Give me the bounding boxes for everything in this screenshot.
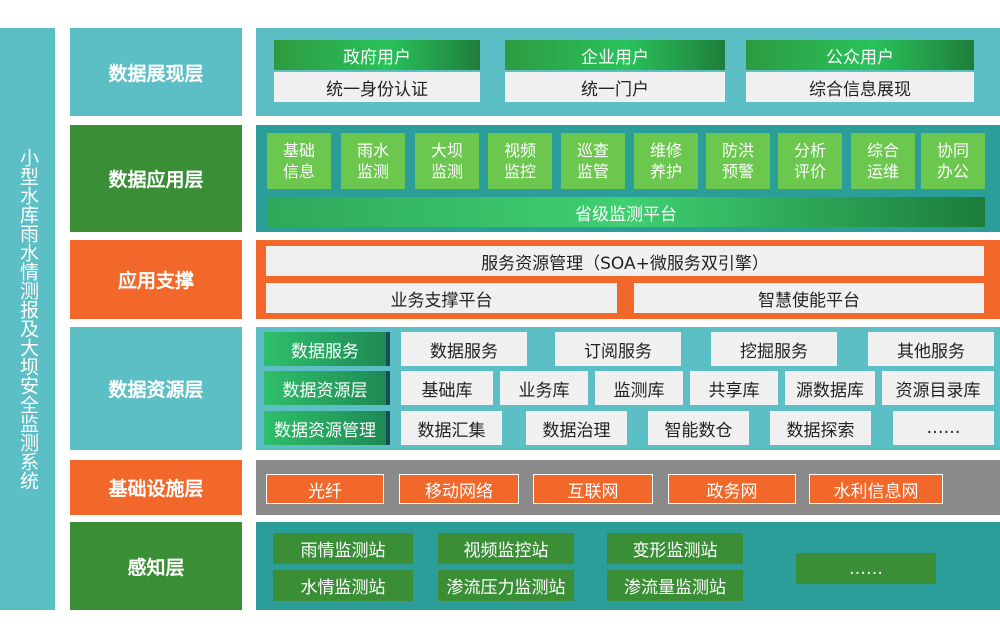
resource-row-label: 数据资源层 bbox=[264, 371, 390, 405]
app-module: 维修 养护 bbox=[634, 133, 698, 189]
user-box-enterprise: 企业用户 bbox=[505, 40, 725, 70]
app-module: 基础 信息 bbox=[267, 133, 331, 189]
system-title-text: 小型水库雨水情测报及大坝安全监测系统 bbox=[17, 148, 39, 490]
panel-support: 服务资源管理（SOA+微服务双引擎） 业务支撑平台 智慧使能平台 bbox=[256, 240, 1000, 319]
resource-item: 共享库 bbox=[690, 371, 778, 405]
user-box-government: 政府用户 bbox=[274, 40, 480, 70]
resource-item: 其他服务 bbox=[868, 332, 994, 366]
resource-item: 基础库 bbox=[401, 371, 493, 405]
layer-label-resource: 数据资源层 bbox=[70, 327, 242, 450]
resource-item: 订阅服务 bbox=[555, 332, 681, 366]
resource-row-label: 数据资源管理 bbox=[264, 411, 390, 445]
resource-item: 监测库 bbox=[595, 371, 683, 405]
app-module: 协同 办公 bbox=[921, 133, 985, 189]
resource-item: 数据服务 bbox=[401, 332, 527, 366]
panel-application: 基础 信息 雨水 监测 大坝 监测 视频 监控 巡查 监管 维修 养护 防洪 预… bbox=[256, 125, 1000, 232]
app-module: 大坝 监测 bbox=[415, 133, 479, 189]
resource-item: 挖掘服务 bbox=[711, 332, 837, 366]
portal-box-unified: 统一门户 bbox=[505, 72, 725, 102]
resource-item: 资源目录库 bbox=[882, 371, 994, 405]
station-box: 渗流量监测站 bbox=[607, 570, 743, 601]
app-module: 分析 评价 bbox=[778, 133, 842, 189]
provincial-platform-bar: 省级监测平台 bbox=[267, 197, 985, 227]
system-title: 小型水库雨水情测报及大坝安全监测系统 bbox=[0, 28, 55, 610]
infra-item: 水利信息网 bbox=[809, 474, 943, 504]
panel-infra: 光纤 移动网络 互联网 政务网 水利信息网 bbox=[256, 460, 1000, 515]
app-module: 综合 运维 bbox=[851, 133, 915, 189]
resource-item: 源数据库 bbox=[785, 371, 875, 405]
layer-label-display: 数据展现层 bbox=[70, 28, 242, 116]
smart-platform-bar: 智慧使能平台 bbox=[634, 283, 984, 313]
app-module: 防洪 预警 bbox=[706, 133, 770, 189]
resource-item: 智能数仓 bbox=[648, 411, 749, 445]
infra-item: 互联网 bbox=[533, 474, 653, 504]
panel-resource: 数据服务 数据资源层 数据资源管理 数据服务 订阅服务 挖掘服务 其他服务 基础… bbox=[256, 327, 1000, 450]
station-box: 变形监测站 bbox=[607, 533, 743, 564]
portal-box-info: 综合信息展现 bbox=[746, 72, 974, 102]
infra-item: 光纤 bbox=[266, 474, 384, 504]
user-box-public: 公众用户 bbox=[746, 40, 974, 70]
station-box: 雨情监测站 bbox=[273, 533, 413, 564]
business-platform-bar: 业务支撑平台 bbox=[266, 283, 617, 313]
panel-sensing: 雨情监测站 视频监控站 变形监测站 水情监测站 渗流压力监测站 渗流量监测站 …… bbox=[256, 522, 1000, 610]
resource-item: 数据探索 bbox=[770, 411, 871, 445]
layer-label-infra: 基础设施层 bbox=[70, 460, 242, 515]
resource-item: 业务库 bbox=[500, 371, 588, 405]
layer-label-application: 数据应用层 bbox=[70, 125, 242, 232]
station-box: 渗流压力监测站 bbox=[438, 570, 574, 601]
portal-box-identity: 统一身份认证 bbox=[274, 72, 480, 102]
station-box: 水情监测站 bbox=[273, 570, 413, 601]
station-more-box: …… bbox=[796, 553, 936, 584]
app-module: 雨水 监测 bbox=[341, 133, 405, 189]
infra-item: 政务网 bbox=[668, 474, 796, 504]
station-box: 视频监控站 bbox=[438, 533, 574, 564]
resource-item: 数据治理 bbox=[526, 411, 627, 445]
layer-label-sensing: 感知层 bbox=[70, 522, 242, 610]
infra-item: 移动网络 bbox=[399, 474, 519, 504]
resource-item: …… bbox=[893, 411, 994, 445]
layer-label-support: 应用支撑 bbox=[70, 240, 242, 319]
resource-row-label: 数据服务 bbox=[264, 332, 390, 366]
app-module: 视频 监控 bbox=[488, 133, 552, 189]
resource-item: 数据汇集 bbox=[401, 411, 502, 445]
soa-bar: 服务资源管理（SOA+微服务双引擎） bbox=[266, 246, 984, 276]
app-module: 巡查 监管 bbox=[561, 133, 625, 189]
panel-display: 政府用户 企业用户 公众用户 统一身份认证 统一门户 综合信息展现 bbox=[256, 28, 1000, 116]
